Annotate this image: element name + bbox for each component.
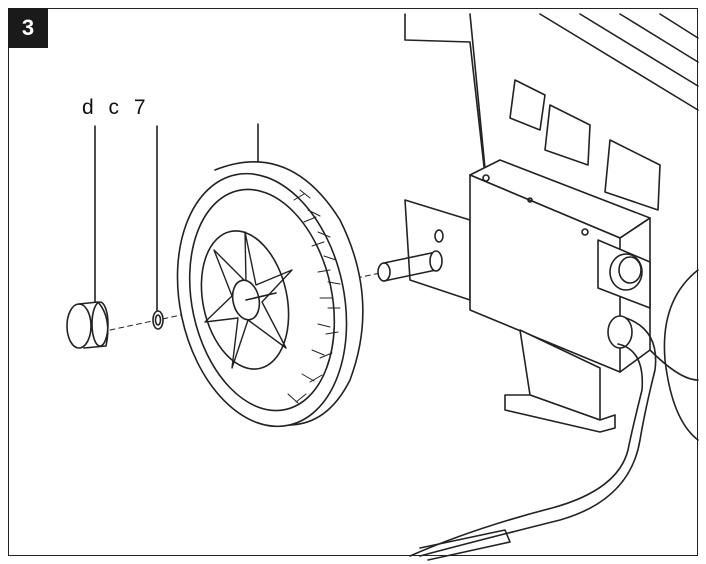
retaining-ring	[152, 310, 164, 330]
switch-box	[469, 159, 651, 373]
axle-pin	[377, 229, 444, 282]
motor-housing	[649, 269, 699, 441]
hub-cap	[66, 301, 109, 349]
callout-label-d: d	[82, 96, 95, 119]
power-cable	[409, 315, 657, 561]
callout-label-7: 7	[133, 96, 147, 119]
callout-label-c: c	[108, 96, 121, 119]
figure-number-badge: 3	[8, 8, 48, 48]
wheel	[176, 161, 364, 428]
mounting-foot	[504, 329, 616, 433]
callout-labels: d c 7	[82, 96, 154, 120]
power-switch-button	[597, 239, 651, 309]
tire-tread	[287, 189, 341, 404]
